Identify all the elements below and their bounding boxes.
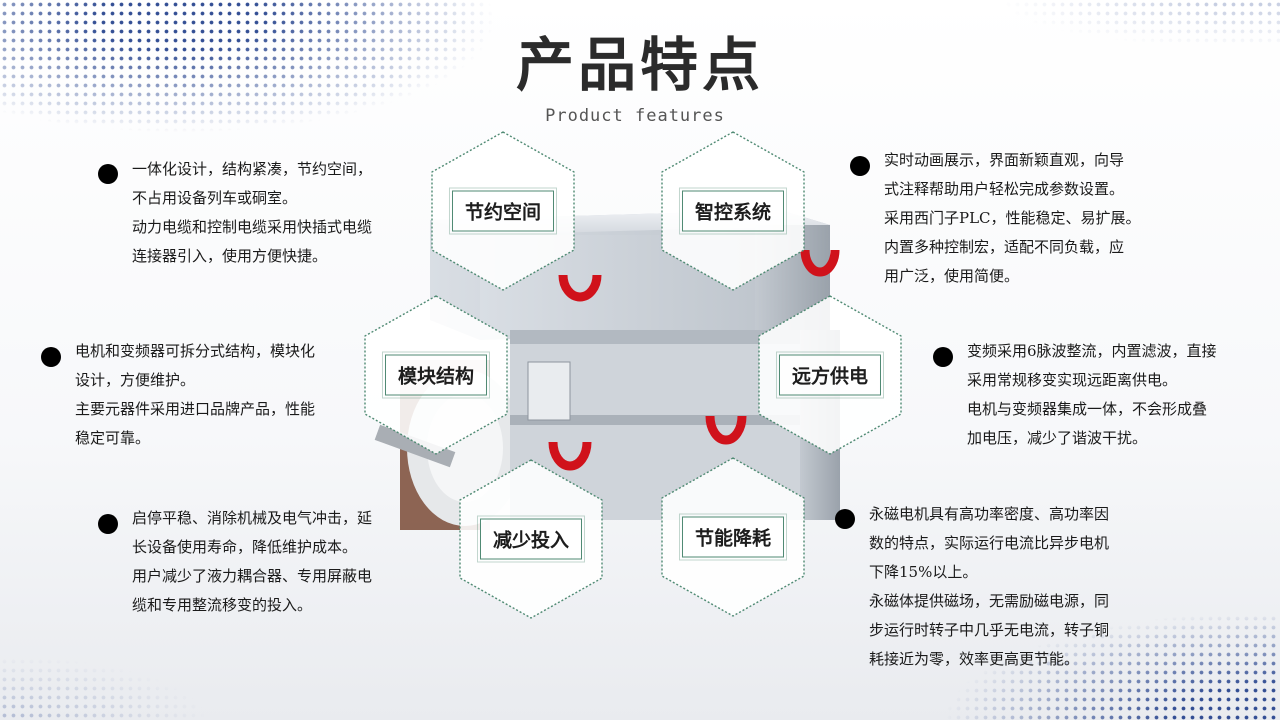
feature-smart-control: 实时动画展示，界面新颖直观，向导 式注释帮助用户轻松完成参数设置。 采用西门子P… (884, 146, 1141, 291)
feature-line: 主要元器件采用进口品牌产品，性能 (75, 400, 316, 418)
feature-line: 用户减少了液力耦合器、专用屏蔽电 (132, 567, 373, 585)
hex-label: 模块结构 (381, 351, 491, 399)
bullet-dot (835, 509, 855, 529)
dot-wave-bottom-left (0, 630, 360, 720)
hex-label: 节约空间 (448, 187, 558, 235)
feature-line: 缆和专用整流移变的投入。 (132, 596, 313, 614)
feature-line: 步运行时转子中几乎无电流，转子铜 (869, 621, 1110, 639)
feature-line: 电机和变频器可拆分式结构，模块化 (75, 342, 316, 360)
bullet-dot (98, 164, 118, 184)
feature-line: 电机与变频器集成一体，不会形成叠 (967, 400, 1208, 418)
page-subtitle: Product features (545, 106, 725, 126)
feature-line: 内置多种控制宏，适配不同负载，应 (884, 238, 1125, 256)
feature-line: 一体化设计，结构紧凑，节约空间， (132, 160, 373, 178)
feature-line: 实时动画展示，界面新颖直观，向导 (884, 151, 1125, 169)
feature-line: 式注释帮助用户轻松完成参数设置。 (884, 180, 1125, 198)
feature-line: 长设备使用寿命，降低维护成本。 (132, 538, 358, 556)
feature-line: 采用西门子PLC，性能稳定、易扩展。 (884, 209, 1141, 227)
bullet-dot (41, 347, 61, 367)
feature-line: 动力电缆和控制电缆采用快插式电缆 (132, 218, 373, 236)
feature-line: 永磁体提供磁场，无需励磁电源，同 (869, 592, 1110, 610)
feature-line: 耗接近为零，效率更高更节能。 (869, 650, 1080, 668)
feature-line: 变频采用6脉波整流，内置滤波，直接 (967, 342, 1217, 360)
feature-reduce-investment: 启停平稳、消除机械及电气冲击，延 长设备使用寿命，降低维护成本。 用户减少了液力… (132, 504, 372, 620)
bullet-dot (933, 347, 953, 367)
hex-label: 远方供电 (775, 351, 885, 399)
page-title: 产品特点 (515, 31, 764, 99)
feature-line: 不占用设备列车或硐室。 (132, 189, 298, 207)
feature-line: 数的特点，实际运行电流比异步电机 (869, 534, 1110, 552)
hex-smart-control: 智控系统 (660, 130, 806, 292)
hex-energy-saving: 节能降耗 (660, 456, 806, 618)
feature-line: 用广泛，使用简便。 (884, 267, 1020, 285)
hex-reduce-investment: 减少投入 (458, 458, 604, 620)
feature-line: 下降15%以上。 (869, 563, 978, 581)
hex-label: 节能降耗 (678, 513, 788, 561)
feature-line: 稳定可靠。 (75, 429, 151, 447)
bullet-dot (98, 514, 118, 534)
feature-energy-saving: 永磁电机具有高功率密度、高功率因 数的特点，实际运行电流比异步电机 下降15%以… (869, 500, 1109, 674)
hex-label: 减少投入 (476, 515, 586, 563)
hex-label: 智控系统 (678, 187, 788, 235)
feature-line: 设计，方便维护。 (75, 371, 196, 389)
bullet-dot (850, 156, 870, 176)
hex-space-saving: 节约空间 (430, 130, 576, 292)
hex-modular-structure: 模块结构 (363, 294, 509, 456)
feature-space-saving: 一体化设计，结构紧凑，节约空间， 不占用设备列车或硐室。 动力电缆和控制电缆采用… (132, 155, 372, 271)
feature-line: 采用常规移变实现远距离供电。 (967, 371, 1178, 389)
feature-remote-power: 变频采用6脉波整流，内置滤波，直接 采用常规移变实现远距离供电。 电机与变频器集… (967, 337, 1217, 453)
hex-remote-power: 远方供电 (757, 294, 903, 456)
feature-line: 启停平稳、消除机械及电气冲击，延 (132, 509, 373, 527)
feature-modular-structure: 电机和变频器可拆分式结构，模块化 设计，方便维护。 主要元器件采用进口品牌产品，… (75, 337, 315, 453)
feature-line: 永磁电机具有高功率密度、高功率因 (869, 505, 1110, 523)
feature-line: 连接器引入，使用方便快捷。 (132, 247, 328, 265)
feature-line: 加电压，减少了谐波干扰。 (967, 429, 1148, 447)
